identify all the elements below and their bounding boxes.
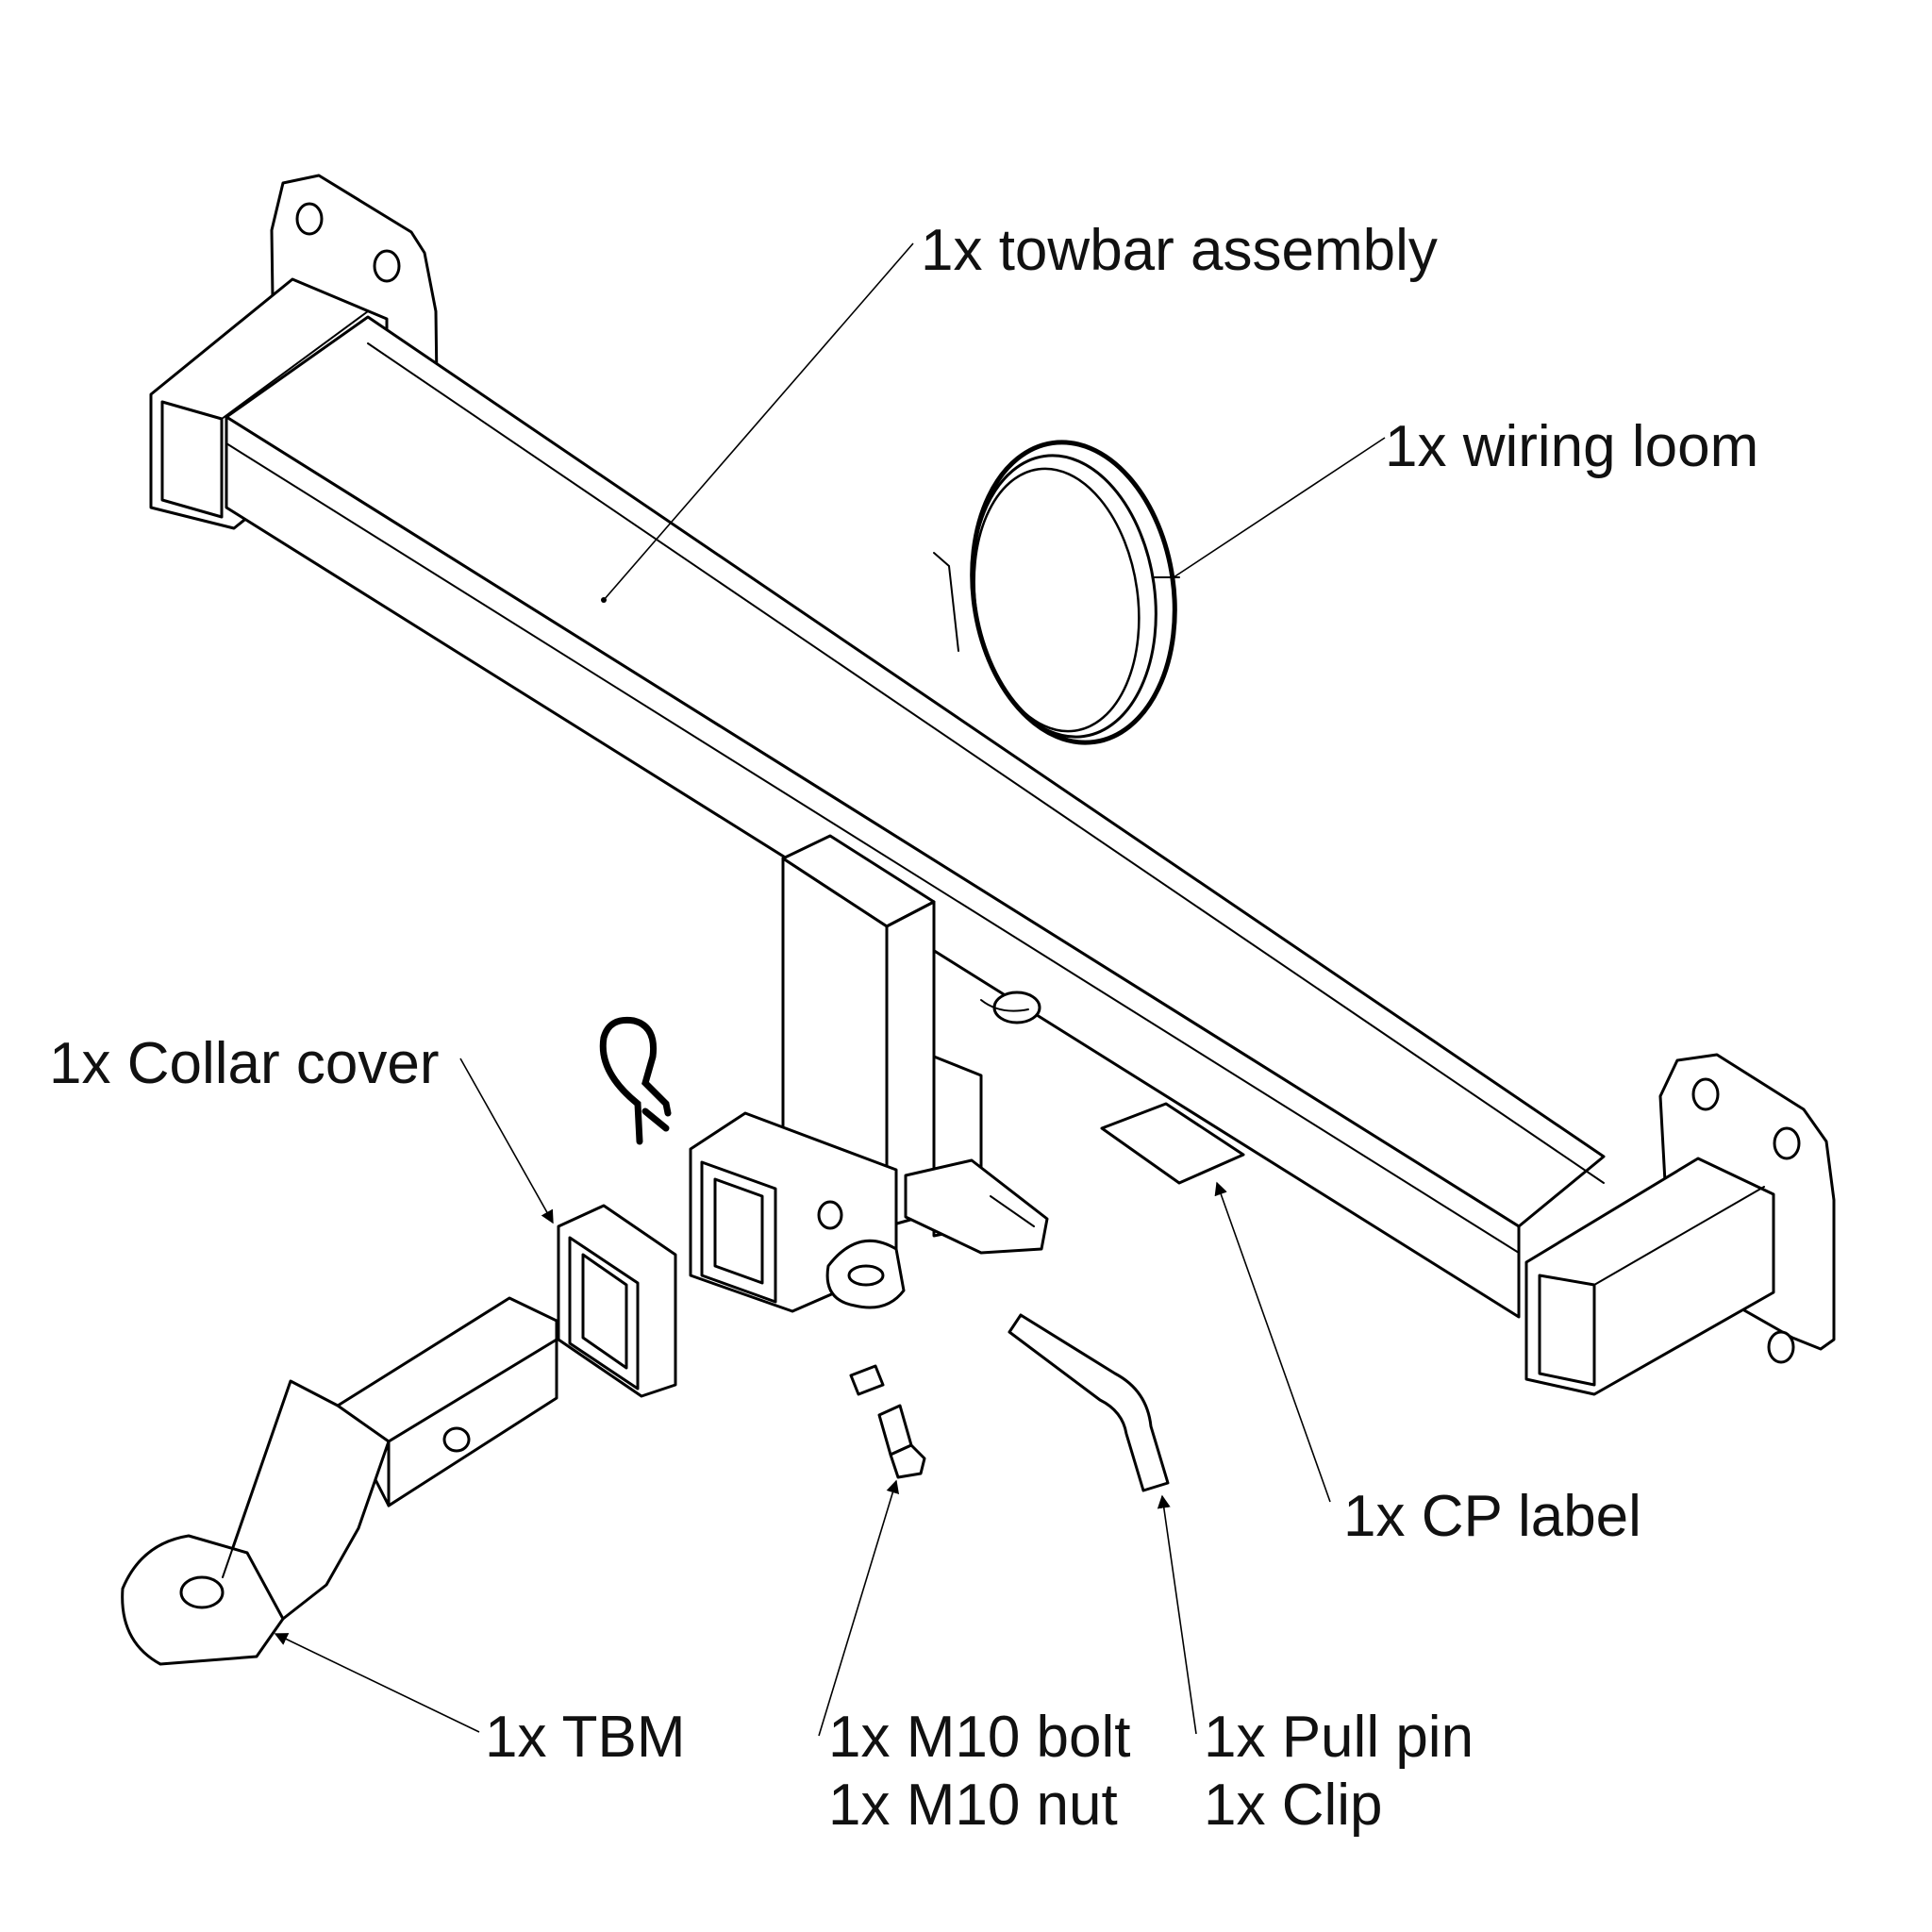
collar-cover	[557, 1204, 677, 1398]
label-towbar-assembly: 1x towbar assembly	[921, 218, 1438, 283]
r-clip	[599, 1016, 672, 1145]
wiring-loom	[933, 440, 1180, 745]
right-end-box	[1524, 1157, 1775, 1396]
label-cp-label: 1x CP label	[1343, 1484, 1641, 1549]
m10-nut	[849, 1364, 885, 1396]
leader-lines	[274, 242, 1386, 1737]
m10-bolt	[877, 1404, 926, 1479]
label-m10-bolt: 1x M10 bolt	[828, 1705, 1131, 1770]
tow-eye	[825, 1239, 906, 1309]
label-clip: 1x Clip	[1204, 1773, 1383, 1838]
label-m10-nut: 1x M10 nut	[828, 1773, 1118, 1838]
under-bracket-detail	[980, 999, 1029, 1012]
cp-label-tab	[1100, 1102, 1245, 1185]
side-bracket	[904, 1158, 1049, 1255]
label-pull-pin: 1x Pull pin	[1204, 1705, 1474, 1770]
towbar-assembly	[149, 174, 1836, 1396]
label-wiring-loom: 1x wiring loom	[1385, 414, 1758, 479]
label-tbm: 1x TBM	[485, 1705, 685, 1770]
tbm	[121, 1296, 558, 1666]
pull-pin	[1008, 1313, 1170, 1492]
label-collar-cover: 1x Collar cover	[49, 1031, 439, 1096]
receiver-drop	[781, 834, 1041, 1238]
